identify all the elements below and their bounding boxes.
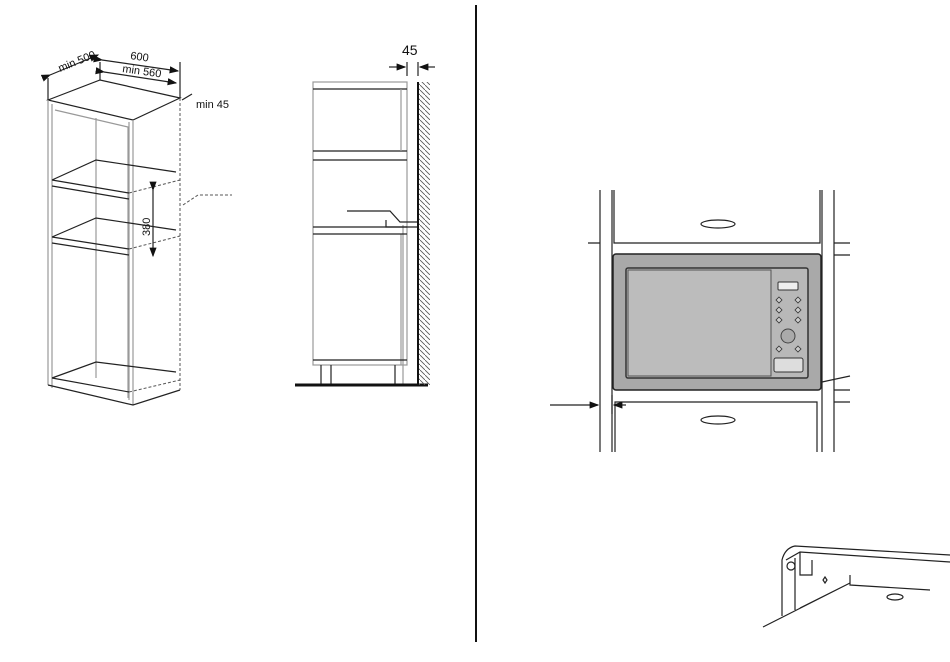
cabinet-handle-icon [700,219,736,229]
built-in-microwave-view [550,190,851,452]
side-view: 45 [295,42,435,387]
control-buttons-icon [775,296,802,353]
microwave-door [627,269,772,377]
mounting-detail [762,545,950,628]
screw-icon [786,561,796,571]
niche-height-label: 380 [141,218,153,236]
depth-label: min 500 [57,49,98,75]
clearance-label: min 45 [196,99,229,111]
display-icon [777,281,799,291]
door-release-button-icon [773,357,804,373]
dial-knob-icon [780,328,796,344]
width-label: 600 [130,50,150,64]
cabinet-perspective: min 500 600 min 560 min 45 380 [40,49,232,406]
cabinet-handle-icon [700,415,736,425]
wall-gap-label: 45 [402,42,418,58]
inner-width-label: min 560 [122,63,162,80]
